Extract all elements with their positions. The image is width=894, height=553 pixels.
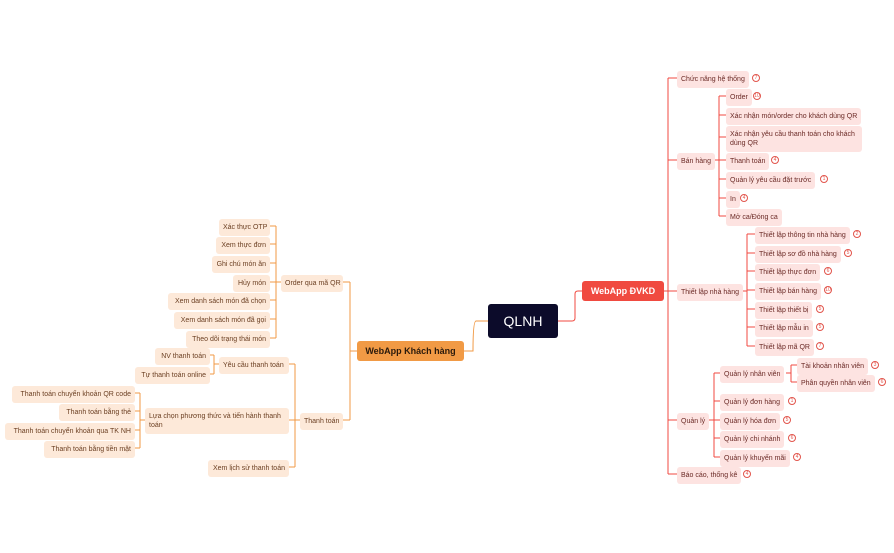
count-badge: 4 bbox=[771, 156, 779, 164]
count-badge: 5 bbox=[816, 305, 824, 313]
node-thiet-lap-thuc-don[interactable]: Thiết lập thực đơn bbox=[755, 264, 821, 281]
node-quan-ly-hoa-don[interactable]: Quản lý hóa đơn bbox=[720, 413, 781, 430]
node-in[interactable]: In bbox=[726, 191, 740, 208]
node-lua-chon-phuong-thuc[interactable]: Lựa chọn phương thức và tiến hành thanh … bbox=[145, 408, 289, 434]
node-thiet-lap-ban-hang[interactable]: Thiết lập bán hàng bbox=[755, 283, 821, 300]
node-tt-chuyen-khoan-qr[interactable]: Thanh toán chuyển khoản QR code bbox=[12, 386, 135, 403]
node-order-qua-ma-qr[interactable]: Order qua mã QR bbox=[281, 275, 343, 292]
node-thanh-toan-khach[interactable]: Thanh toán bbox=[300, 413, 343, 430]
node-quan-ly-khuyen-mai[interactable]: Quản lý khuyến mãi bbox=[720, 450, 790, 467]
count-badge: 10 bbox=[824, 286, 832, 294]
node-quan-ly-yeu-cau-dat-truoc[interactable]: Quản lý yêu cầu đặt trước bbox=[726, 172, 816, 189]
node-order[interactable]: Order bbox=[726, 89, 752, 106]
node-thiet-lap-ma-qr[interactable]: Thiết lập mã QR bbox=[755, 339, 814, 356]
count-badge: 1 bbox=[788, 397, 796, 405]
node-ban-hang[interactable]: Bán hàng bbox=[677, 153, 715, 170]
count-badge: 6 bbox=[878, 378, 886, 386]
node-yeu-cau-thanh-toan[interactable]: Yêu cầu thanh toán bbox=[219, 357, 289, 374]
count-badge: 7 bbox=[816, 342, 824, 350]
node-theo-doi-trang-thai[interactable]: Theo dõi trạng thái món bbox=[186, 331, 270, 348]
node-thiet-lap-nha-hang[interactable]: Thiết lập nhà hàng bbox=[677, 284, 743, 301]
node-thiet-lap-thiet-bi[interactable]: Thiết lập thiết bị bbox=[755, 302, 813, 319]
count-badge: 10 bbox=[753, 92, 761, 100]
count-badge: 1 bbox=[820, 175, 828, 183]
node-tt-bang-the[interactable]: Thanh toán bằng thẻ bbox=[59, 404, 135, 421]
node-phan-quyen-nhan-vien[interactable]: Phân quyền nhân viên bbox=[797, 375, 875, 392]
node-xac-thuc-otp[interactable]: Xác thực OTP bbox=[219, 219, 270, 236]
count-badge: 5 bbox=[783, 416, 791, 424]
node-ghi-chu-mon-an[interactable]: Ghi chú món ăn bbox=[212, 256, 270, 273]
count-badge: 7 bbox=[752, 74, 760, 82]
node-thiet-lap-thong-tin[interactable]: Thiết lập thông tin nhà hàng bbox=[755, 227, 850, 244]
count-badge: 5 bbox=[844, 249, 852, 257]
count-badge: 3 bbox=[871, 361, 879, 369]
node-quan-ly[interactable]: Quản lý bbox=[677, 413, 710, 430]
node-xem-thuc-don[interactable]: Xem thực đơn bbox=[216, 237, 270, 254]
node-quan-ly-don-hang[interactable]: Quản lý đơn hàng bbox=[720, 394, 784, 411]
branch-webapp-khach-hang[interactable]: WebApp Khách hàng bbox=[357, 341, 464, 361]
node-mo-ca-dong-ca[interactable]: Mở ca/Đóng ca bbox=[726, 209, 782, 226]
node-quan-ly-nhan-vien[interactable]: Quản lý nhân viên bbox=[720, 366, 785, 383]
branch-webapp-dvkd[interactable]: WebApp ĐVKD bbox=[582, 281, 664, 301]
count-badge: 4 bbox=[743, 470, 751, 478]
node-nv-thanh-toan[interactable]: NV thanh toán bbox=[155, 348, 210, 365]
count-badge: 4 bbox=[793, 453, 801, 461]
node-xem-danh-sach-da-chon[interactable]: Xem danh sách món đã chọn bbox=[168, 293, 270, 310]
node-xac-nhan-thanh-toan[interactable]: Xác nhận yêu cầu thanh toán cho khách dù… bbox=[726, 126, 862, 152]
node-thiet-lap-mau-in[interactable]: Thiết lập mẫu in bbox=[755, 320, 813, 337]
node-tt-chuyen-khoan-tk-nh[interactable]: Thanh toán chuyển khoản qua TK NH bbox=[5, 423, 135, 440]
node-xem-lich-su-thanh-toan[interactable]: Xem lịch sử thanh toán bbox=[208, 460, 289, 477]
count-badge: 6 bbox=[788, 434, 796, 442]
count-badge: 6 bbox=[824, 267, 832, 275]
node-xac-nhan-mon[interactable]: Xác nhận món/order cho khách dùng QR bbox=[726, 108, 862, 125]
node-thiet-lap-so-do[interactable]: Thiết lập sơ đồ nhà hàng bbox=[755, 246, 841, 263]
node-chuc-nang-he-thong[interactable]: Chức năng hệ thống bbox=[677, 71, 749, 88]
count-badge: 4 bbox=[740, 194, 748, 202]
node-tai-khoan-nhan-vien[interactable]: Tài khoản nhân viên bbox=[797, 358, 869, 375]
node-huy-mon[interactable]: Hủy món bbox=[233, 275, 270, 292]
count-badge: 5 bbox=[816, 323, 824, 331]
node-quan-ly-chi-nhanh[interactable]: Quản lý chi nhánh bbox=[720, 431, 785, 448]
root-node[interactable]: QLNH bbox=[488, 304, 558, 338]
node-tt-tien-mat[interactable]: Thanh toán bằng tiền mặt bbox=[44, 441, 135, 458]
node-thanh-toan[interactable]: Thanh toán bbox=[726, 153, 770, 170]
count-badge: 2 bbox=[853, 230, 861, 238]
node-tu-thanh-toan-online[interactable]: Tự thanh toán online bbox=[135, 367, 210, 384]
node-bao-cao-thong-ke[interactable]: Báo cáo, thống kê bbox=[677, 467, 742, 484]
node-xem-danh-sach-da-goi[interactable]: Xem danh sách món đã gọi bbox=[174, 312, 270, 329]
